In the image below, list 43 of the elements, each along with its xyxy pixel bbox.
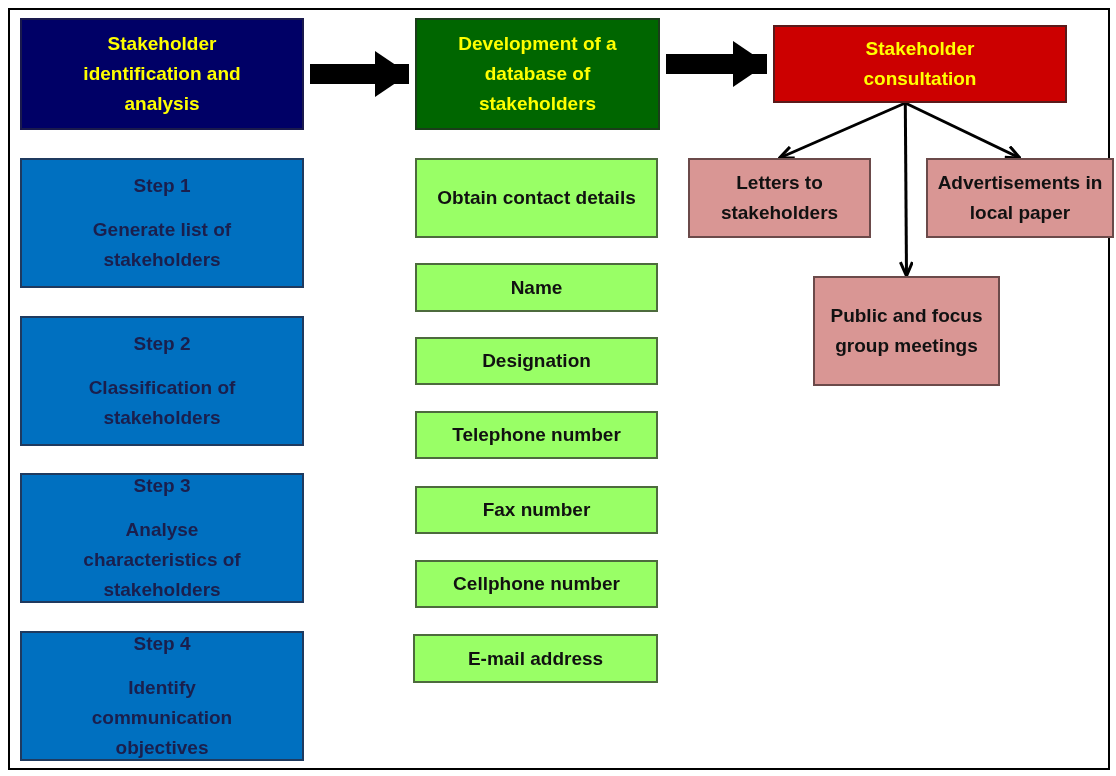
arrow bbox=[898, 103, 914, 278]
step-number: Step 4 bbox=[133, 632, 191, 656]
box-label: Name bbox=[510, 275, 563, 300]
step-number: Step 3 bbox=[133, 474, 191, 498]
arrow bbox=[904, 101, 1022, 160]
box-label: Advertisements in local paper bbox=[936, 171, 1104, 225]
box-label: Classification of stakeholders bbox=[87, 376, 237, 430]
step-number: Step 2 bbox=[133, 332, 191, 356]
detail-box bbox=[415, 337, 658, 385]
box-label: Development of a database of stakeholders bbox=[457, 32, 618, 116]
box-label: Telephone number bbox=[452, 423, 621, 447]
method-box bbox=[926, 158, 1114, 238]
stage-box bbox=[773, 25, 1067, 103]
detail-box bbox=[415, 263, 658, 312]
stage-box bbox=[20, 18, 304, 130]
arrow bbox=[310, 51, 409, 97]
step-box bbox=[20, 158, 304, 288]
box-label: Identify communication objectives bbox=[90, 676, 234, 760]
method-box bbox=[688, 158, 871, 238]
box-label: Designation bbox=[482, 349, 591, 373]
step-box bbox=[20, 316, 304, 446]
stage-box bbox=[415, 18, 660, 130]
step-box bbox=[20, 631, 304, 761]
box-label: Fax number bbox=[482, 498, 591, 522]
box-label: Analyse characteristics of stakeholders bbox=[82, 518, 242, 602]
detail-box bbox=[415, 411, 658, 459]
arrow bbox=[778, 101, 906, 160]
arrow bbox=[665, 40, 768, 87]
box-label: Obtain contact details bbox=[437, 186, 636, 210]
box-label: E-mail address bbox=[467, 646, 604, 671]
box-label: Generate list of stakeholders bbox=[91, 218, 233, 272]
detail-box bbox=[413, 634, 658, 683]
step-number: Step 1 bbox=[133, 174, 191, 198]
step-box bbox=[20, 473, 304, 603]
box-label: Stakeholder identification and analysis bbox=[82, 32, 242, 116]
box-label: Cellphone number bbox=[453, 572, 620, 596]
detail-box bbox=[415, 560, 658, 608]
detail-box bbox=[415, 486, 658, 534]
detail-box bbox=[415, 158, 658, 238]
method-box bbox=[813, 276, 1000, 386]
box-label: Letters to stakeholders bbox=[719, 171, 840, 225]
box-label: Stakeholder consultation bbox=[862, 37, 978, 91]
box-label: Public and focus group meetings bbox=[829, 304, 984, 358]
